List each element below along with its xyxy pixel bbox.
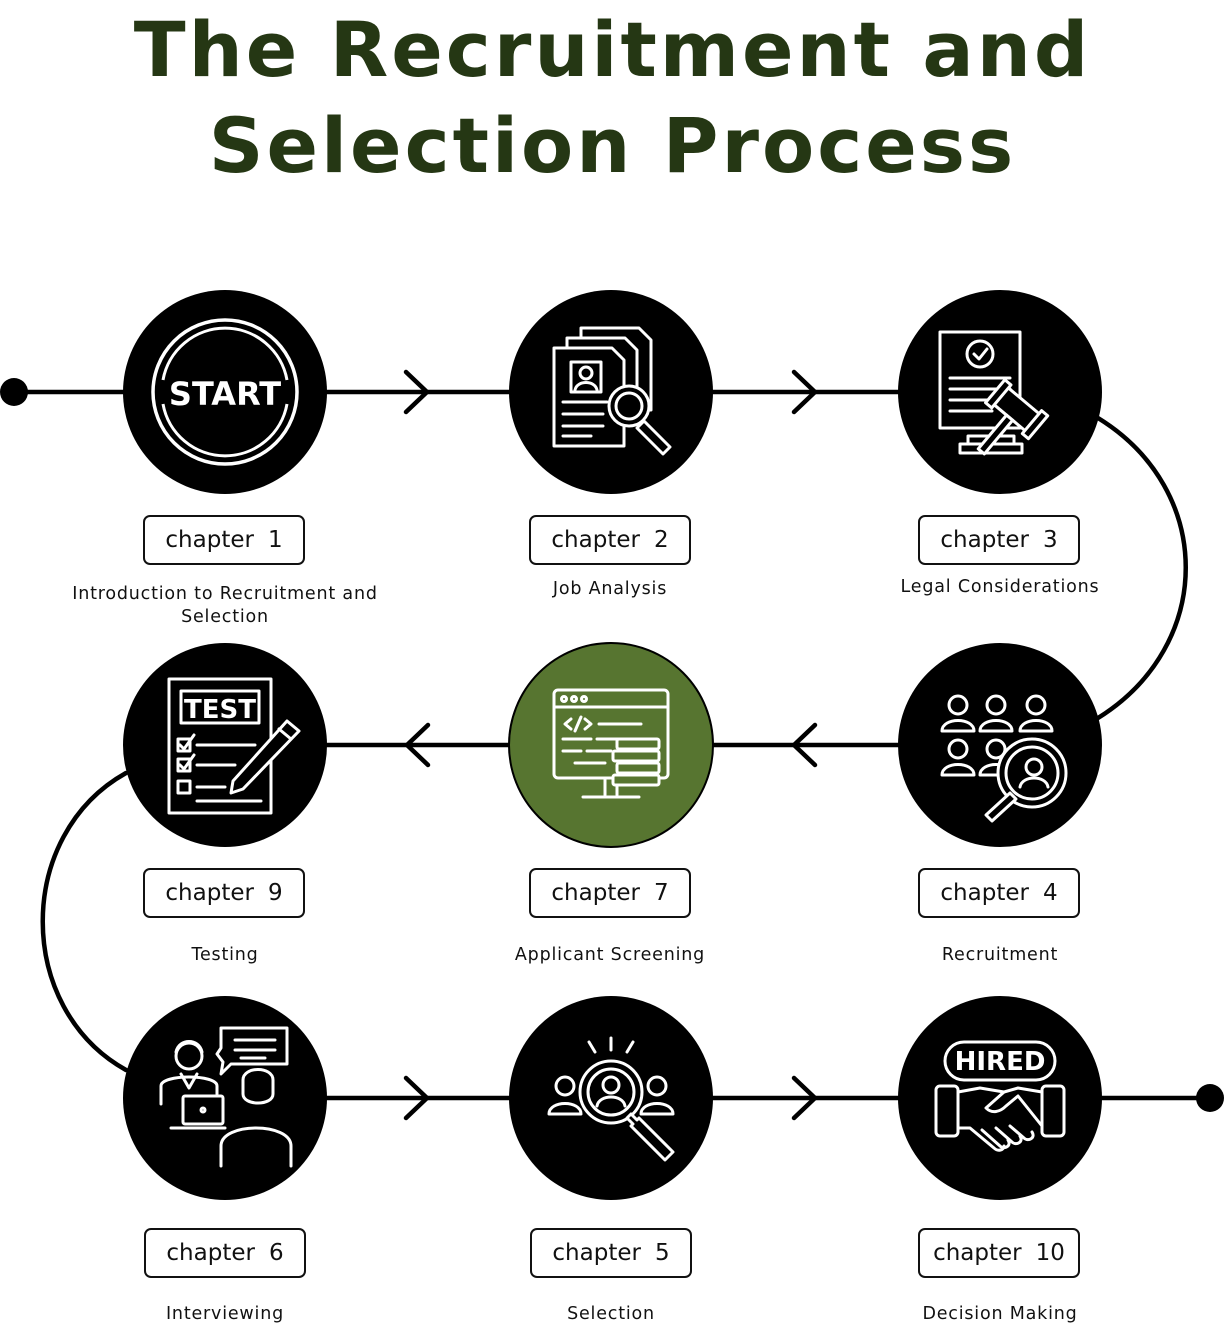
people-search-icon	[940, 694, 1068, 823]
chapter-word: chapter	[551, 880, 640, 906]
chapter-word: chapter	[933, 1240, 1022, 1266]
chapter-10-description: Decision Making	[922, 1304, 1078, 1324]
title-line-1: The Recruitment and	[133, 5, 1092, 94]
candidate-selection-icon	[547, 1036, 675, 1162]
chapter-number: 3	[1042, 527, 1058, 553]
arrow-right-icon	[403, 1075, 430, 1121]
chapter-pill-6: chapter 6	[144, 1228, 306, 1278]
chapter-word: chapter	[551, 527, 640, 553]
chapter-pill-9: chapter 9	[143, 868, 305, 918]
chapter-word: chapter	[166, 1240, 255, 1266]
arrow-right-icon	[791, 369, 818, 415]
arrow-left-icon	[791, 722, 818, 768]
chapter-number: 7	[653, 880, 669, 906]
node-chapter-3	[898, 290, 1102, 494]
test-badge-text: TEST	[184, 695, 256, 725]
start-dot	[0, 378, 28, 406]
chapter-pill-1: chapter 1	[143, 515, 305, 565]
chapter-word: chapter	[940, 880, 1029, 906]
hired-handshake-icon: HIRED	[934, 1040, 1066, 1152]
chapter-word: chapter	[165, 527, 254, 553]
chapter-word: chapter	[940, 527, 1029, 553]
documents-magnifier-icon	[552, 326, 672, 456]
curve-3-to-4	[1095, 415, 1188, 721]
node-chapter-6	[123, 996, 327, 1200]
connector-lines	[11, 389, 1213, 1101]
chapter-number: 6	[268, 1240, 284, 1266]
node-chapter-10: HIRED	[898, 996, 1102, 1200]
chapter-pill-7: chapter 7	[529, 868, 691, 918]
node-chapter-1: START	[123, 290, 327, 494]
page-title: The Recruitment and Selection Process	[0, 2, 1225, 194]
node-chapter-2	[509, 290, 713, 494]
chapter-pill-10: chapter 10	[918, 1228, 1080, 1278]
chapter-number: 1	[267, 527, 283, 553]
chapter-pill-4: chapter 4	[918, 868, 1080, 918]
chapter-5-description: Selection	[567, 1304, 655, 1324]
chapter-pill-5: chapter 5	[530, 1228, 692, 1278]
chapter-7-description: Applicant Screening	[514, 945, 706, 965]
direction-arrows	[403, 369, 818, 1121]
chapter-number: 4	[1042, 880, 1058, 906]
arrow-right-icon	[403, 369, 430, 415]
interview-icon	[159, 1026, 293, 1168]
node-chapter-9: TEST	[123, 643, 327, 847]
end-dot	[1196, 1084, 1224, 1112]
start-badge-text: START	[169, 375, 281, 413]
legal-gavel-document-icon	[938, 330, 1050, 456]
chapter-number: 10	[1035, 1240, 1065, 1266]
node-chapter-4	[898, 643, 1102, 847]
test-sheet-pencil-icon: TEST	[167, 677, 301, 815]
start-badge-icon: START	[151, 318, 299, 466]
chapter-word: chapter	[552, 1240, 641, 1266]
chapter-number: 5	[654, 1240, 670, 1266]
title-line-2: Selection Process	[208, 101, 1017, 190]
chapter-6-description: Interviewing	[165, 1304, 285, 1324]
chapter-number: 2	[653, 527, 669, 553]
node-chapter-7	[508, 642, 714, 848]
node-chapter-5	[509, 996, 713, 1200]
chapter-word: chapter	[165, 880, 254, 906]
chapter-4-description: Recruitment	[941, 945, 1059, 965]
chapter-3-description: Legal Considerations	[900, 577, 1100, 597]
chapter-2-description: Job Analysis	[552, 579, 668, 599]
curve-9-to-6	[40, 770, 129, 1073]
chapter-pill-2: chapter 2	[529, 515, 691, 565]
chapter-pill-3: chapter 3	[918, 515, 1080, 565]
computer-code-screen-icon	[552, 688, 670, 799]
chapter-number: 9	[267, 880, 283, 906]
chapter-9-description: Testing	[191, 945, 259, 965]
arrow-right-icon	[791, 1075, 818, 1121]
hired-badge-text: HIRED	[955, 1047, 1046, 1077]
arrow-left-icon	[404, 722, 431, 768]
chapter-1-description: Introduction to Recruitment and Selectio…	[72, 584, 378, 627]
